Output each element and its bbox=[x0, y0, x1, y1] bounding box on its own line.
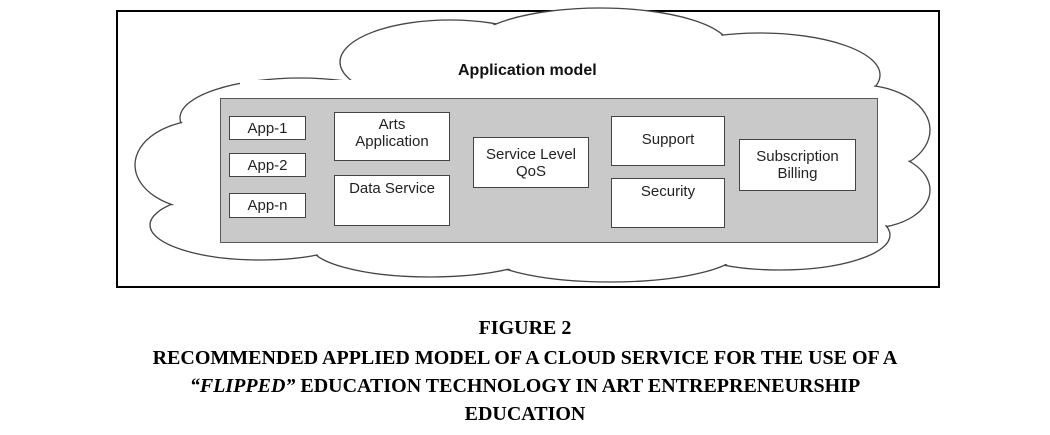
app-2-box: App-2 bbox=[229, 153, 306, 177]
service-level-line-2: QoS bbox=[515, 162, 546, 180]
service-level-line-1: Service Level bbox=[485, 145, 577, 163]
security-box: Security bbox=[611, 178, 725, 228]
application-model-title: Application model bbox=[458, 62, 597, 79]
caption-line-2: “FLIPPED” EDUCATION TECHNOLOGY IN ART EN… bbox=[0, 373, 1050, 399]
app-n-label: App-n bbox=[247, 197, 288, 214]
arts-application-line-1: Arts bbox=[378, 116, 406, 133]
data-service-label: Data Service bbox=[349, 180, 435, 197]
subscription-line-2: Billing bbox=[777, 165, 818, 182]
app-1-label: App-1 bbox=[247, 119, 288, 137]
support-label: Support bbox=[641, 131, 695, 148]
subscription-billing-box: Subscription Billing bbox=[739, 139, 856, 191]
support-box: Support bbox=[611, 116, 725, 166]
caption-line-2-rest: EDUCATION TECHNOLOGY IN ART ENTREPRENEUR… bbox=[295, 375, 861, 397]
app-n-box: App-n bbox=[229, 193, 306, 218]
figure-label: FIGURE 2 bbox=[478, 317, 572, 339]
caption-flipped: “FLIPPED” bbox=[189, 375, 296, 397]
caption-line-1: RECOMMENDED APPLIED MODEL OF A CLOUD SER… bbox=[152, 347, 898, 369]
arts-application-line-2: Application bbox=[355, 133, 429, 150]
security-label: Security bbox=[640, 183, 696, 200]
arts-application-box: Arts Application bbox=[334, 112, 450, 161]
subscription-line-1: Subscription bbox=[756, 148, 839, 165]
caption-line-3: EDUCATION bbox=[464, 403, 586, 425]
app-2-label: App-2 bbox=[247, 156, 288, 174]
service-level-box: Service Level QoS bbox=[473, 137, 589, 188]
app-1-box: App-1 bbox=[229, 116, 306, 140]
data-service-box: Data Service bbox=[334, 175, 450, 226]
